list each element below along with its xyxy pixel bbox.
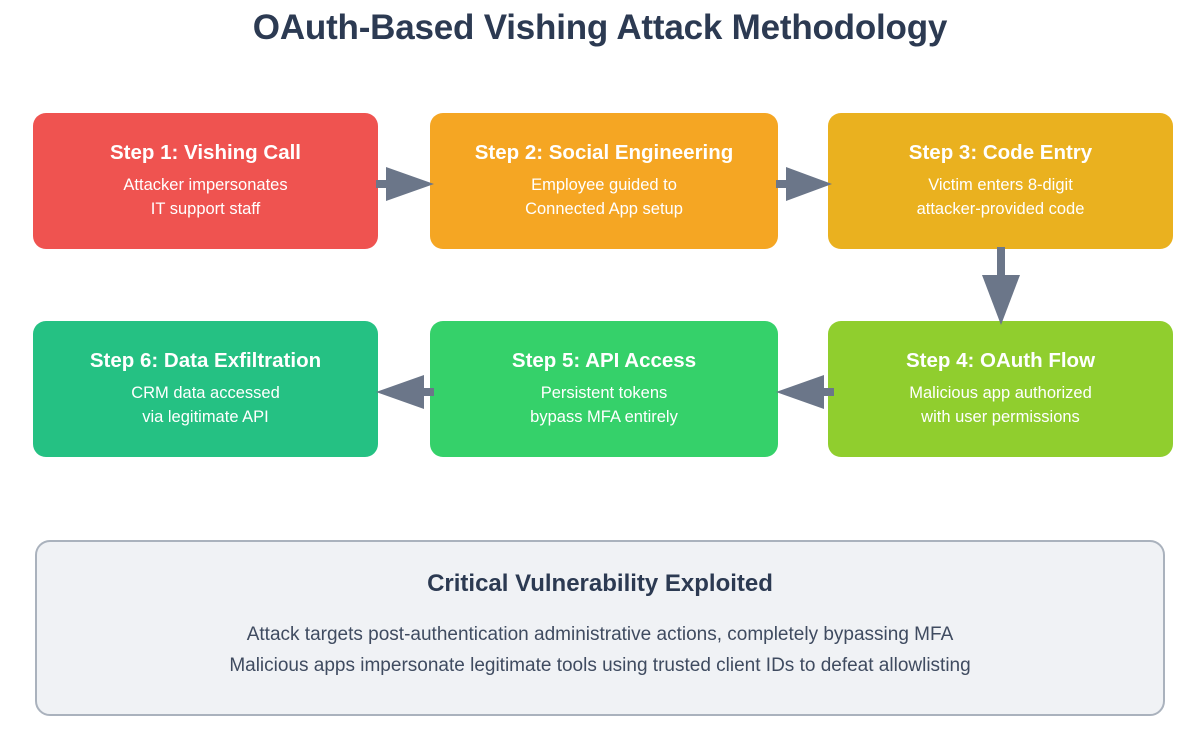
flow-step-2-description: Employee guided to Connected App setup <box>525 176 683 218</box>
arrow-left-icon-step4-to-step5 <box>776 375 834 409</box>
flow-step-4-description: Malicious app authorized with user permi… <box>909 384 1092 426</box>
flow-step-5-description: Persistent tokens bypass MFA entirely <box>530 384 678 426</box>
flow-step-6-title: Step 6: Data Exfiltration <box>89 348 322 372</box>
flow-step-6-description: CRM data accessed via legitimate API <box>131 384 280 426</box>
flow-step-2-title: Step 2: Social Engineering <box>474 140 734 164</box>
flow-step-1-description: Attacker impersonates IT support staff <box>123 176 288 218</box>
critical-vulnerability-panel: Critical Vulnerability Exploited Attack … <box>35 540 1165 716</box>
flow-step-2[interactable]: Step 2: Social Engineering Employee guid… <box>430 113 778 249</box>
callout-line-1: Attack targets post-authentication admin… <box>246 624 954 646</box>
flow-step-5[interactable]: Step 5: API Access Persistent tokens byp… <box>430 321 778 457</box>
flow-step-3-title: Step 3: Code Entry <box>908 140 1093 164</box>
flow-step-4-title: Step 4: OAuth Flow <box>905 348 1096 372</box>
arrow-down-icon-step3-to-step4 <box>982 247 1020 325</box>
callout-title: Critical Vulnerability Exploited <box>427 570 773 598</box>
arrow-left-icon-step5-to-step6 <box>376 375 434 409</box>
flow-step-3[interactable]: Step 3: Code Entry Victim enters 8-digit… <box>828 113 1173 249</box>
flow-step-1[interactable]: Step 1: Vishing Call Attacker impersonat… <box>33 113 378 249</box>
callout-line-2: Malicious apps impersonate legitimate to… <box>229 655 971 676</box>
arrow-right-icon-step2-to-step3 <box>776 167 832 201</box>
flow-step-6[interactable]: Step 6: Data Exfiltration CRM data acces… <box>33 321 378 457</box>
flow-step-3-description: Victim enters 8-digit attacker-provided … <box>916 176 1085 218</box>
flow-step-1-title: Step 1: Vishing Call <box>110 140 301 164</box>
flow-step-4[interactable]: Step 4: OAuth Flow Malicious app authori… <box>828 321 1173 457</box>
arrow-right-icon-step1-to-step2 <box>376 167 434 201</box>
flow-step-5-title: Step 5: API Access <box>511 348 697 372</box>
page-title: OAuth-Based Vishing Attack Methodology <box>252 8 948 47</box>
